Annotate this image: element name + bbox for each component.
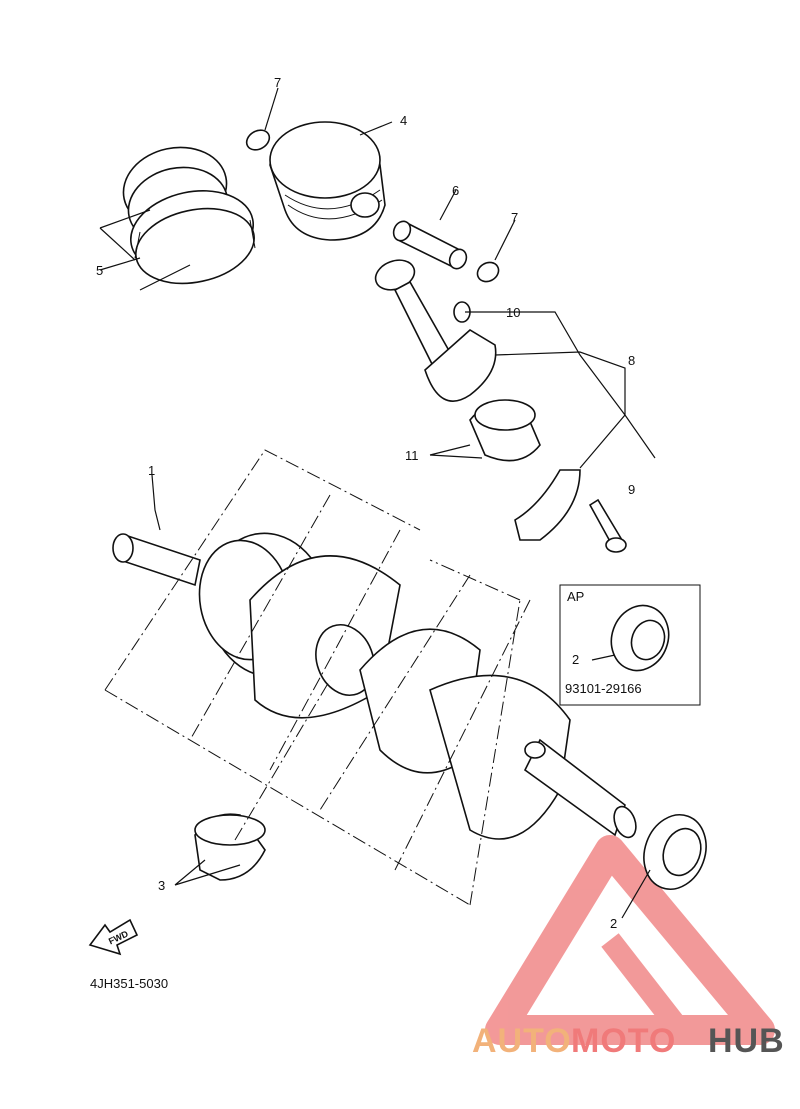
connecting-rod <box>374 259 497 402</box>
callout-10: 10 <box>506 305 520 320</box>
piston-pin <box>392 220 468 270</box>
connecting-rod-cap <box>514 469 627 553</box>
big-end-bearing <box>469 399 541 462</box>
main-bearing <box>194 813 266 881</box>
ap-inset-box: AP 2 93101-29166 <box>559 584 701 706</box>
callout-6: 6 <box>452 183 459 198</box>
callout-3: 3 <box>158 878 165 893</box>
callout-11: 11 <box>405 448 419 463</box>
ap-part-number: 93101-29166 <box>565 681 642 696</box>
watermark-hub: HUB <box>708 1022 785 1060</box>
watermark-wordmark: AUTO MOTO HUB <box>472 1022 785 1060</box>
ap-box-label: AP <box>567 589 584 604</box>
crankshaft <box>112 532 637 840</box>
watermark-logo <box>485 835 775 1045</box>
fwd-arrow-icon: FWD <box>88 918 139 956</box>
circlip-left <box>245 129 271 151</box>
callout-9: 9 <box>628 482 635 497</box>
ap-callout: 2 <box>572 652 579 667</box>
callout-2-right: 2 <box>610 916 617 931</box>
watermark-auto: AUTO <box>472 1022 572 1060</box>
callout-4: 4 <box>400 113 407 128</box>
callout-7-left: 7 <box>274 75 281 90</box>
leader-lines <box>99 87 656 919</box>
callout-1: 1 <box>148 463 155 478</box>
assembly-lines <box>104 449 531 906</box>
piston <box>269 121 386 241</box>
callout-7-right: 7 <box>511 210 518 225</box>
watermark-moto: MOTO <box>571 1022 676 1060</box>
callout-5: 5 <box>96 263 103 278</box>
piston-ring-set <box>122 146 256 285</box>
circlip-right <box>476 261 500 283</box>
diagram-code: 4JH351-5030 <box>90 976 168 991</box>
callout-8: 8 <box>628 353 635 368</box>
oil-seal <box>643 814 707 890</box>
